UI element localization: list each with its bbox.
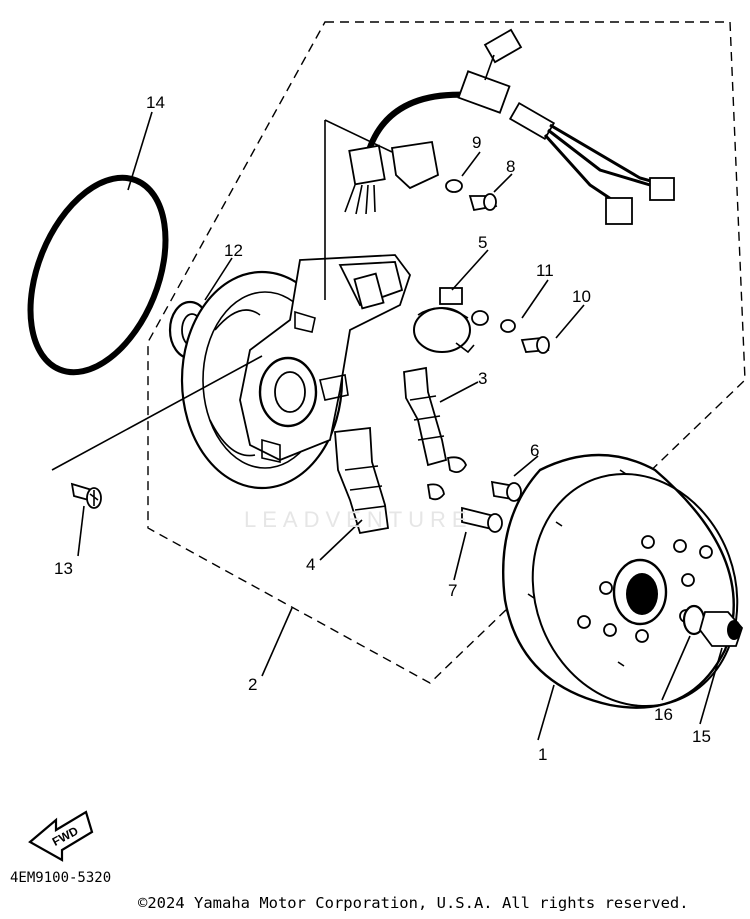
part-wire-harness[interactable] [344, 28, 675, 225]
part-14-o-ring[interactable] [4, 158, 192, 392]
part-7-screw[interactable] [461, 506, 503, 533]
copyright-notice: ©2024 Yamaha Motor Corporation, U.S.A. A… [138, 894, 689, 912]
catalog-number: 4EM9100-5320 [10, 870, 112, 886]
callout-14: 14 [146, 93, 165, 112]
part-1-flywheel-rotor[interactable] [501, 445, 750, 735]
fwd-arrow-icon: FWD [28, 810, 94, 862]
callout-13: 13 [54, 559, 73, 578]
part-10-screw[interactable] [520, 336, 550, 354]
watermark: LEADVENTURE [244, 507, 473, 532]
callout-15: 15 [692, 727, 711, 746]
part-9-washer[interactable] [445, 179, 463, 193]
part-4-coil[interactable] [334, 426, 445, 535]
callout-12: 12 [224, 241, 243, 260]
callout-1: 1 [538, 745, 547, 764]
part-5-pulser-coil[interactable] [413, 287, 475, 354]
part-3-coil[interactable] [403, 366, 467, 474]
callout-16: 16 [654, 705, 673, 724]
part-6-screw[interactable] [490, 480, 522, 502]
part-11-washer[interactable] [471, 310, 516, 333]
callout-11: 11 [536, 261, 554, 280]
callout-8: 8 [506, 157, 515, 176]
callout-9: 9 [472, 133, 481, 152]
callout-10: 10 [572, 287, 591, 306]
callout-3: 3 [478, 369, 487, 388]
callout-2: 2 [248, 675, 257, 694]
assembly-boundary [147, 21, 746, 684]
callout-7: 7 [448, 581, 457, 600]
callout-5: 5 [478, 233, 487, 252]
leader-lines [51, 111, 723, 741]
part-13-screw[interactable] [70, 482, 102, 509]
part-8-screw[interactable] [468, 193, 498, 212]
callout-6: 6 [530, 441, 539, 460]
part-2-stator-plate[interactable] [180, 254, 412, 490]
callout-4: 4 [306, 555, 315, 574]
part-15-nut[interactable] [699, 611, 744, 647]
